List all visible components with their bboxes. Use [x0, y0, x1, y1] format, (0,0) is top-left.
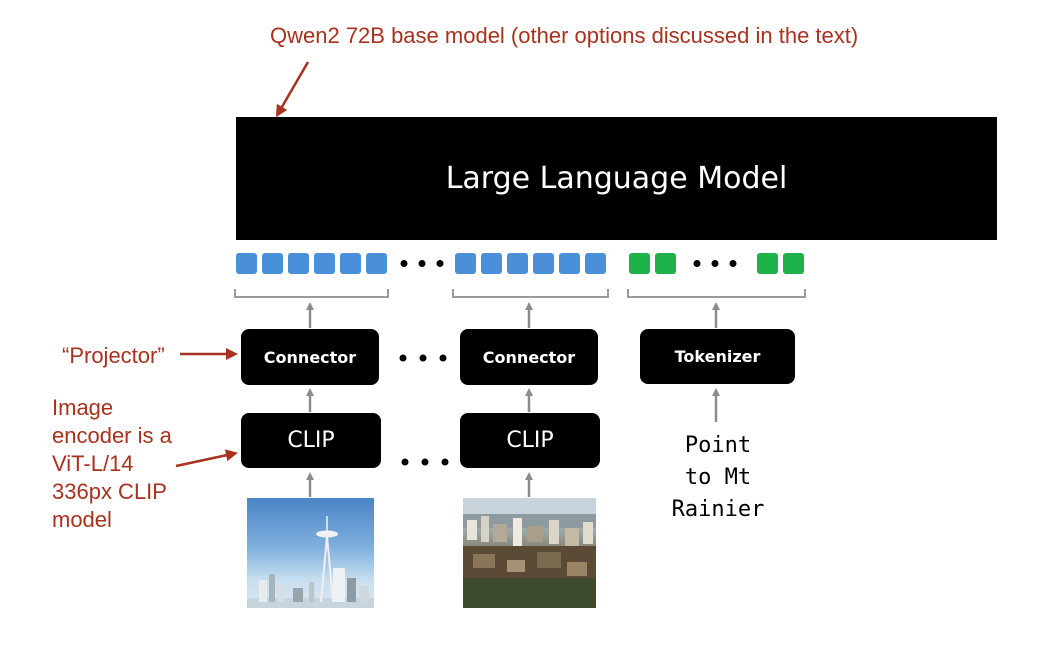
encoder-annotation-line: model — [52, 506, 172, 534]
horizontal-ellipsis-icon — [694, 260, 737, 267]
text-token — [783, 253, 804, 274]
image-token — [288, 253, 309, 274]
text-prompt: Point to Mt Rainier — [650, 430, 786, 526]
image-token — [507, 253, 528, 274]
token-sequence — [236, 253, 804, 274]
prompt-line: Rainier — [650, 494, 786, 526]
horizontal-ellipsis-icon — [402, 459, 449, 466]
base-model-annotation: Qwen2 72B base model (other options disc… — [270, 22, 858, 50]
image-token — [314, 253, 335, 274]
image-token — [366, 253, 387, 274]
skyline-photo — [247, 498, 374, 608]
bracket-image-1 — [235, 289, 388, 297]
text-token — [655, 253, 676, 274]
image-token — [481, 253, 502, 274]
image-token — [559, 253, 580, 274]
city-aerial-photo — [463, 498, 596, 608]
horizontal-ellipsis-icon — [400, 355, 447, 362]
image-token — [236, 253, 257, 274]
connector-block: Connector — [241, 329, 379, 385]
clip-encoder-block: CLIP — [241, 413, 381, 468]
encoder-annotation-line: 336px CLIP — [52, 478, 172, 506]
encoder-annotation-line: ViT-L/14 — [52, 450, 172, 478]
large-language-model-block: Large Language Model — [236, 117, 997, 240]
clip-encoder-block: CLIP — [460, 413, 600, 468]
text-token — [757, 253, 778, 274]
token-brackets — [235, 289, 805, 297]
arrow-encoder-to-clip — [176, 454, 232, 466]
horizontal-ellipsis-icon — [401, 260, 444, 267]
arrow-top-note-to-llm — [279, 62, 308, 112]
bracket-text — [628, 289, 805, 297]
image-token — [533, 253, 554, 274]
prompt-line: to Mt — [650, 462, 786, 494]
image-token — [585, 253, 606, 274]
text-token — [629, 253, 650, 274]
tokenizer-block: Tokenizer — [640, 329, 795, 384]
bracket-image-2 — [453, 289, 608, 297]
encoder-annotation-line: Image — [52, 394, 172, 422]
image-encoder-annotation: Image encoder is a ViT-L/14 336px CLIP m… — [52, 394, 172, 534]
prompt-line: Point — [650, 430, 786, 462]
projector-annotation: “Projector” — [62, 342, 165, 370]
image-token — [262, 253, 283, 274]
image-token — [340, 253, 361, 274]
encoder-annotation-line: encoder is a — [52, 422, 172, 450]
connector-block: Connector — [460, 329, 598, 385]
image-token — [455, 253, 476, 274]
